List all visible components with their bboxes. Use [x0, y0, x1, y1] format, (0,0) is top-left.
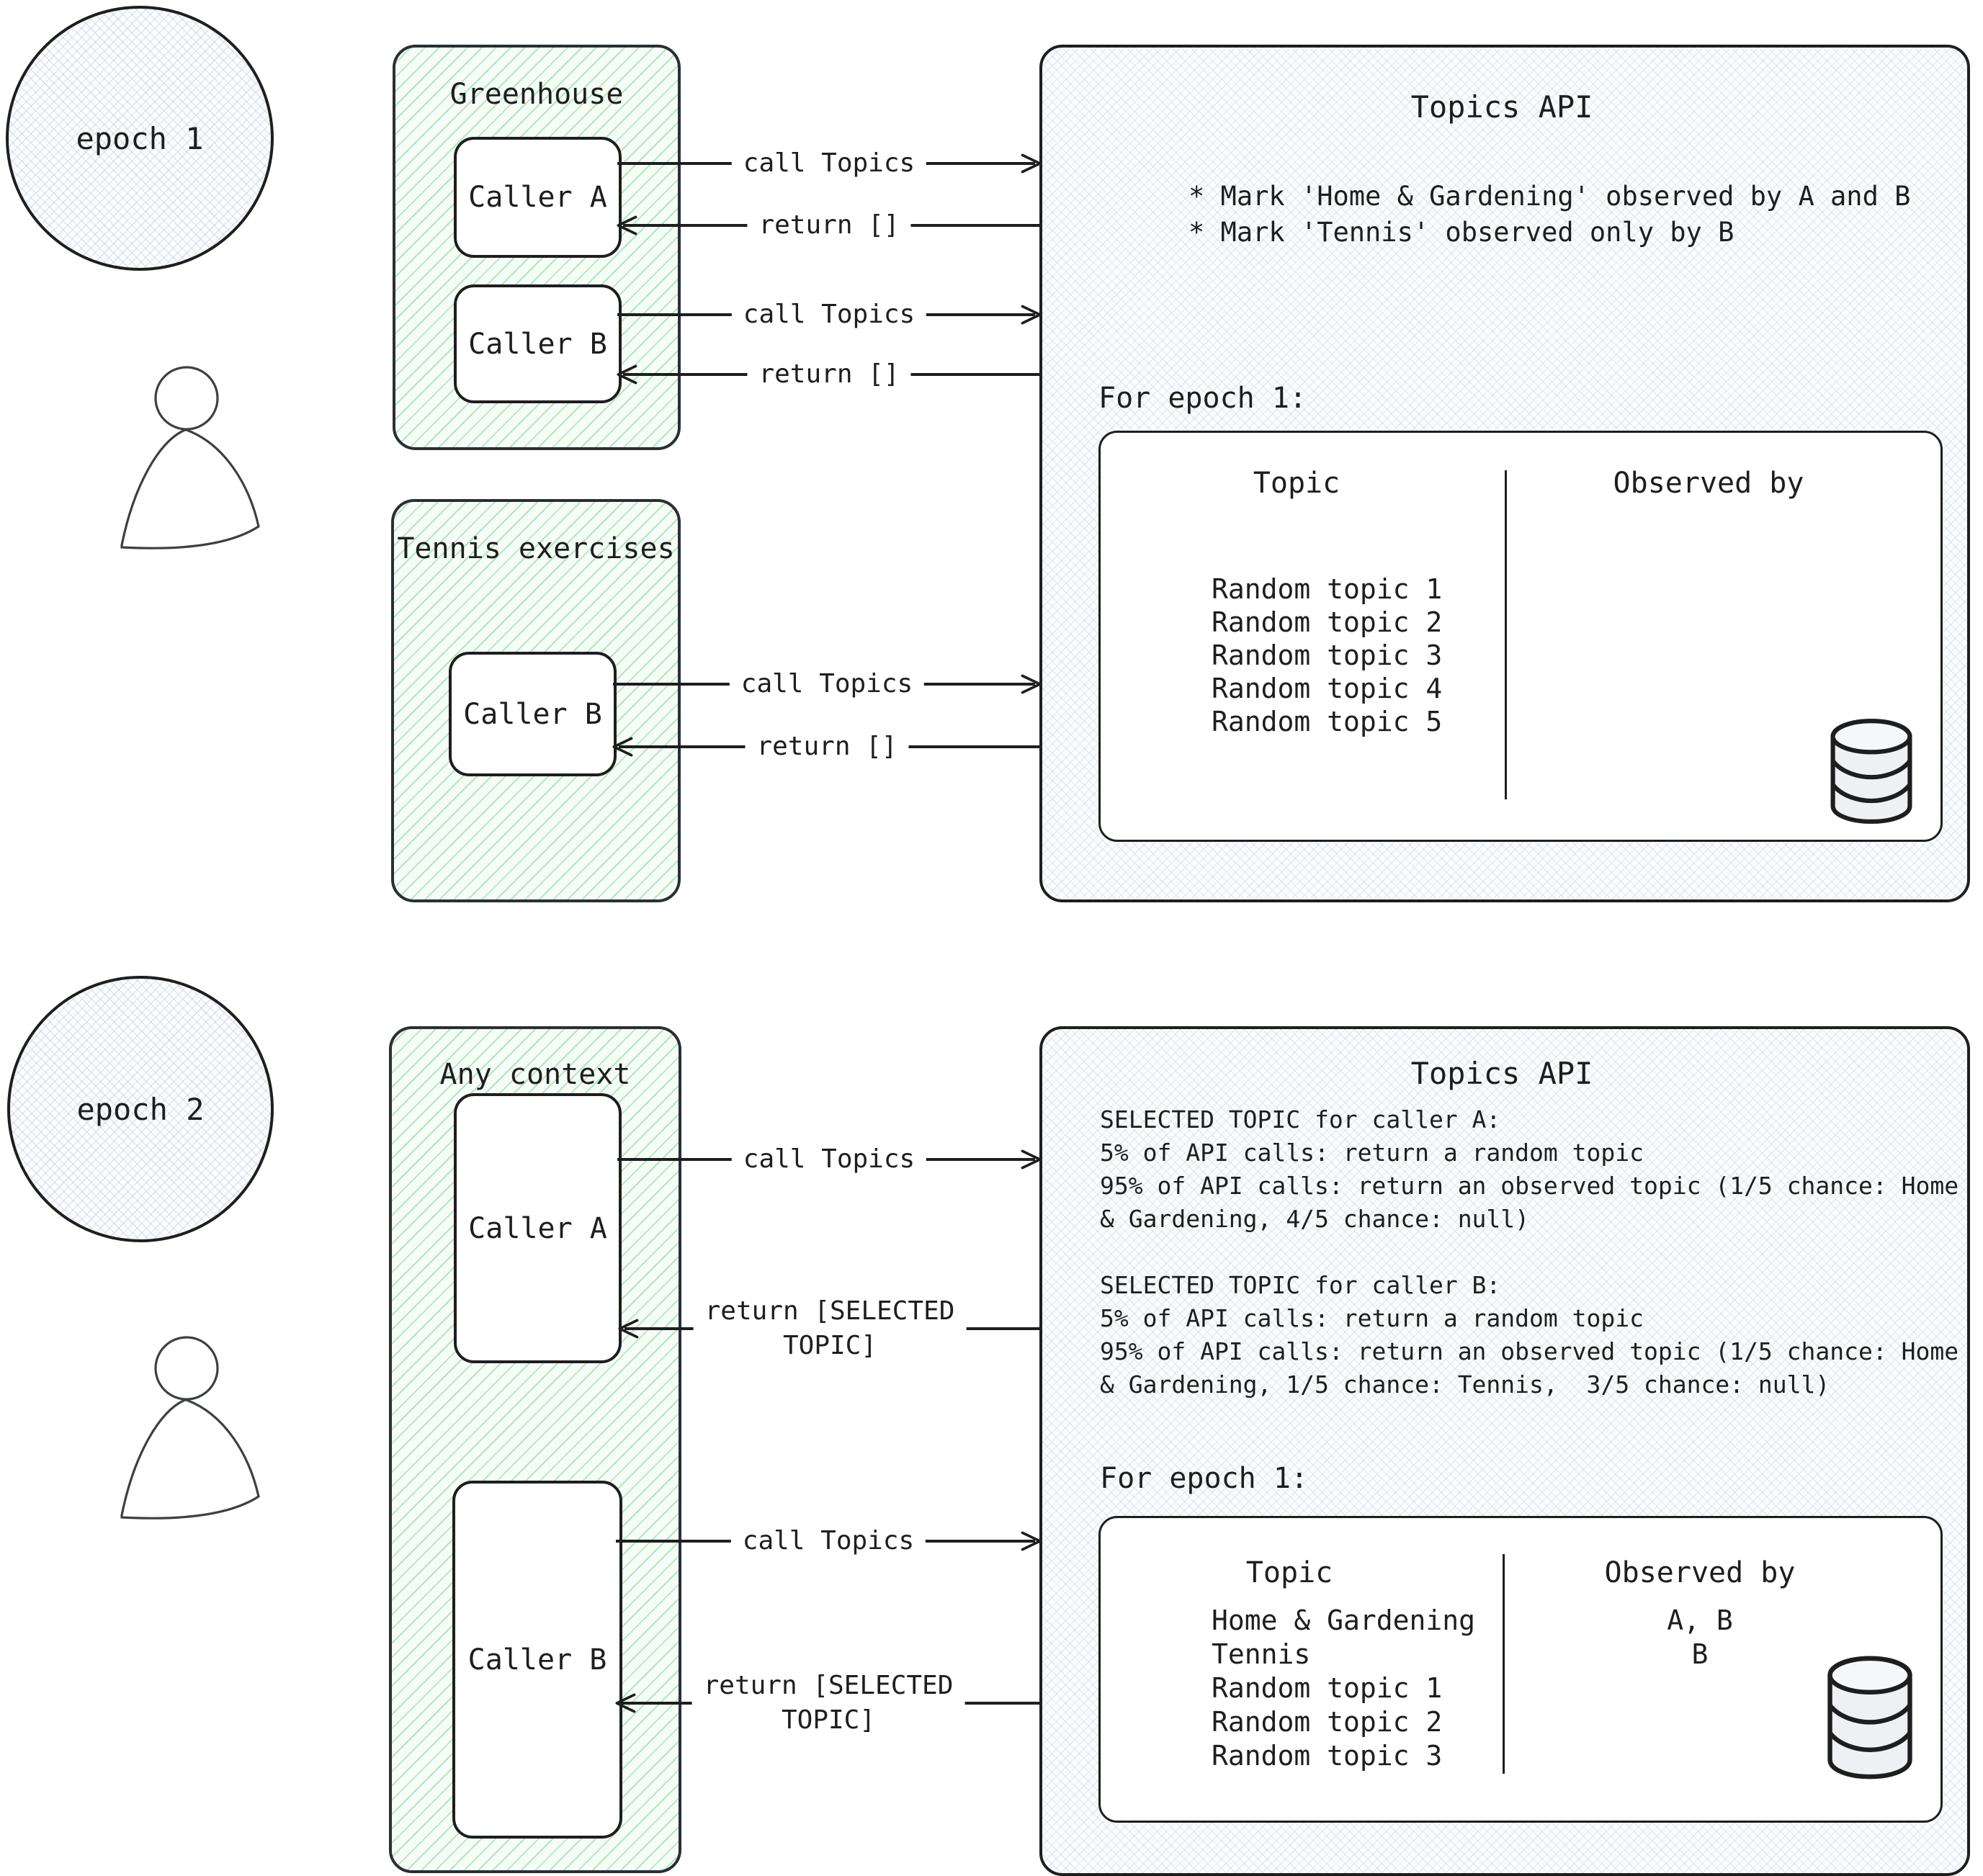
for-epoch-label-bottom: For epoch 1:: [1100, 1462, 1308, 1495]
rule-line: SELECTED TOPIC for caller A:: [1100, 1105, 1501, 1134]
rule-line: 95% of API calls: return an observed top…: [1100, 1172, 1959, 1200]
table-cell-observed: [1556, 1705, 1844, 1739]
observed-column-header: Observed by: [1604, 1556, 1796, 1589]
any-context-title: Any context: [439, 1058, 631, 1091]
rule-line: 95% of API calls: return an observed top…: [1100, 1337, 1959, 1365]
epoch-2-label: epoch 2: [76, 1091, 205, 1127]
return-selected-line1: return [SELECTED: [703, 1671, 954, 1700]
topic-column-epoch2: Home & Gardening Tennis Random topic 1 R…: [1212, 1604, 1475, 1773]
table-cell-observed: [1556, 1739, 1844, 1773]
arrow-label: return []: [747, 356, 911, 393]
rule-line: [1100, 1236, 1959, 1269]
table-row: Random topic 3: [1212, 1740, 1443, 1772]
table-divider: [1505, 470, 1507, 799]
rule-line: 5% of API calls: return a random topic: [1100, 1304, 1644, 1332]
rule-line: 5% of API calls: return a random topic: [1100, 1139, 1644, 1167]
caller-a-box-epoch1: Caller A: [454, 137, 622, 258]
topics-api-title-epoch2: Topics API: [1410, 1056, 1593, 1091]
tennis-title: Tennis exercises: [397, 532, 675, 565]
arrow-return-empty-tennis: return []: [612, 728, 1041, 766]
arrow-label: call Topics: [730, 1522, 926, 1560]
caller-a-label: Caller A: [468, 181, 607, 214]
topics-table-epoch1: [1098, 431, 1943, 842]
caller-b-box-tennis: Caller B: [449, 652, 617, 776]
epoch-2-circle: epoch 2: [7, 976, 274, 1242]
database-icon: [1827, 1656, 1912, 1779]
table-cell-observed: B: [1691, 1638, 1709, 1670]
observed-column-epoch2: A, B B: [1556, 1604, 1844, 1773]
arrow-call-topics-b2: call Topics: [616, 1522, 1042, 1560]
arrow-label: return []: [747, 207, 911, 244]
observed-column-header: Observed by: [1613, 467, 1804, 500]
database-icon: [1830, 719, 1912, 824]
arrowhead-left-icon: [617, 364, 637, 385]
rule-line: & Gardening, 4/5 chance: null): [1100, 1205, 1530, 1233]
for-epoch-label-top: For epoch 1:: [1098, 382, 1307, 415]
return-selected-line2: TOPIC]: [781, 1705, 876, 1735]
api-notes-epoch1: * Mark 'Home & Gardening' observed by A …: [1189, 179, 1910, 251]
table-row: Home & Gardening: [1212, 1605, 1476, 1636]
return-selected-line2: TOPIC]: [782, 1331, 877, 1360]
table-row: Random topic 1: [1212, 573, 1443, 605]
table-cell-observed: [1556, 1671, 1844, 1705]
arrowhead-left-icon: [612, 737, 633, 757]
arrow-label: return []: [745, 728, 909, 766]
arrow-label: return [SELECTED TOPIC]: [693, 1293, 967, 1365]
rule-line: & Gardening, 1/5 chance: Tennis, 3/5 cha…: [1100, 1370, 1830, 1399]
return-selected-line1: return [SELECTED: [704, 1296, 955, 1326]
caller-b-box-epoch1: Caller B: [454, 284, 622, 403]
arrow-return-selected-a2: return [SELECTED TOPIC]: [618, 1287, 1041, 1370]
arrowhead-left-icon: [618, 1319, 639, 1339]
caller-b-label: Caller B: [463, 697, 602, 731]
table-row: Random topic 1: [1212, 1672, 1443, 1704]
selected-topic-rules: SELECTED TOPIC for caller A: 5% of API c…: [1100, 1103, 1959, 1401]
table-row: Random topic 4: [1212, 673, 1443, 704]
topic-column-epoch1: Random topic 1 Random topic 2 Random top…: [1212, 573, 1442, 738]
caller-b-label: Caller B: [468, 327, 607, 361]
person-icon: [120, 366, 260, 549]
caller-a-label: Caller A: [468, 1211, 607, 1245]
table-row: Tennis: [1212, 1638, 1311, 1670]
arrow-call-topics-a2: call Topics: [617, 1141, 1042, 1178]
topics-table-epoch2: [1098, 1516, 1943, 1823]
topic-column-header: Topic: [1253, 467, 1340, 500]
table-row: Random topic 5: [1212, 706, 1443, 737]
table-row: Random topic 2: [1212, 606, 1443, 638]
caller-b-label: Caller B: [467, 1643, 607, 1677]
arrow-label: call Topics: [731, 145, 927, 182]
rule-line: SELECTED TOPIC for caller B:: [1100, 1271, 1501, 1299]
epoch-1-circle: epoch 1: [6, 6, 274, 271]
table-cell-observed: A, B: [1667, 1605, 1733, 1636]
arrow-label: call Topics: [729, 665, 925, 703]
arrow-call-topics-a1: call Topics: [617, 145, 1042, 182]
arrow-label: call Topics: [731, 296, 927, 333]
arrow-label: return [SELECTED TOPIC]: [691, 1667, 965, 1739]
api-note: * Mark 'Home & Gardening' observed by A …: [1189, 181, 1911, 212]
arrow-return-selected-b2: return [SELECTED TOPIC]: [615, 1661, 1041, 1745]
table-row: Random topic 3: [1212, 639, 1443, 671]
arrowhead-left-icon: [615, 1693, 636, 1713]
arrow-label: call Topics: [731, 1141, 927, 1178]
greenhouse-title: Greenhouse: [449, 78, 624, 111]
person-icon: [120, 1336, 260, 1520]
epoch-1-label: epoch 1: [76, 120, 204, 156]
arrow-return-empty-b1: return []: [617, 356, 1041, 393]
arrow-call-topics-tennis: call Topics: [613, 665, 1042, 703]
arrow-return-empty-a1: return []: [617, 207, 1041, 244]
api-note: * Mark 'Tennis' observed only by B: [1189, 217, 1734, 248]
topic-column-header: Topic: [1245, 1556, 1333, 1589]
table-row: Random topic 2: [1212, 1706, 1443, 1738]
arrowhead-left-icon: [617, 215, 637, 235]
topics-api-title-epoch1: Topics API: [1410, 89, 1593, 125]
caller-b-box-epoch2: Caller B: [452, 1481, 622, 1839]
caller-a-box-epoch2: Caller A: [454, 1093, 622, 1363]
arrow-call-topics-b1: call Topics: [617, 296, 1042, 333]
table-divider: [1503, 1554, 1505, 1774]
